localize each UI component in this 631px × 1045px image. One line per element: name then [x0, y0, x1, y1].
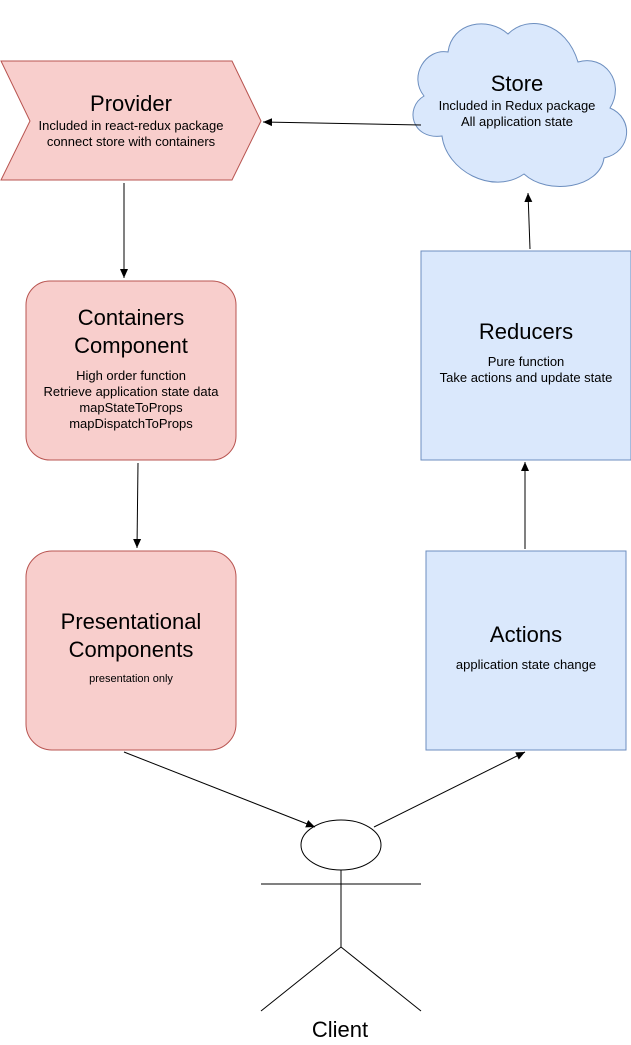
actions-line-1: application state change — [455, 657, 597, 672]
store-title: Store — [490, 71, 544, 96]
containers-line-1: High order function — [76, 368, 186, 383]
reducers-title: Reducers — [478, 319, 574, 344]
client-head — [300, 819, 382, 871]
containers-title-line-1: Containers — [77, 305, 185, 330]
client-left-leg — [260, 946, 342, 1012]
presentational-title-line-1: Presentational — [60, 609, 202, 634]
provider-line-1: Included in react-redux package — [38, 118, 224, 133]
containers-title-line-2: Component — [74, 333, 188, 358]
presentational-components-shape[interactable] — [25, 550, 237, 751]
store-line-2: All application state — [460, 114, 573, 129]
actions-shape[interactable] — [425, 550, 627, 751]
containers-line-4: mapDispatchToProps — [69, 416, 193, 431]
containers-line-2: Retrieve application state data — [43, 384, 219, 399]
containers-component-label: Containers Component High order function… — [26, 304, 236, 432]
store-line-1: Included in Redux package — [438, 98, 596, 113]
presentational-title-line-2: Components — [68, 637, 194, 662]
containers-line-3: mapStateToProps — [79, 400, 183, 415]
edge-reducers-to-store — [524, 192, 533, 250]
provider-shape[interactable] — [0, 60, 262, 181]
client-label: Client — [311, 1017, 369, 1042]
client-actor-figure[interactable] — [260, 819, 422, 1012]
edge-containers-to-presentational — [133, 462, 142, 549]
client-right-leg — [340, 946, 422, 1012]
actions-label: Actions application state change — [426, 621, 626, 673]
reducers-label: Reducers Pure function Take actions and … — [421, 318, 631, 386]
actions-title: Actions — [489, 622, 563, 647]
reducers-shape[interactable] — [420, 250, 631, 461]
edge-client-to-actions — [373, 751, 526, 828]
reducers-line-1: Pure function — [487, 354, 565, 369]
provider-label: Provider Included in react-redux package… — [0, 90, 262, 150]
store-cloud-shape[interactable] — [412, 22, 627, 187]
edge-presentational-to-client — [123, 751, 316, 828]
provider-title: Provider — [90, 91, 172, 116]
presentational-line-1: presentation only — [89, 673, 173, 685]
edge-store-to-provider — [262, 118, 422, 127]
provider-line-2: connect store with containers — [46, 134, 216, 149]
reducers-line-2: Take actions and update state — [439, 370, 613, 385]
store-label: Store Included in Redux package All appl… — [418, 70, 616, 130]
containers-component-shape[interactable] — [25, 280, 237, 461]
presentational-components-label: Presentational Components presentation o… — [26, 608, 236, 686]
